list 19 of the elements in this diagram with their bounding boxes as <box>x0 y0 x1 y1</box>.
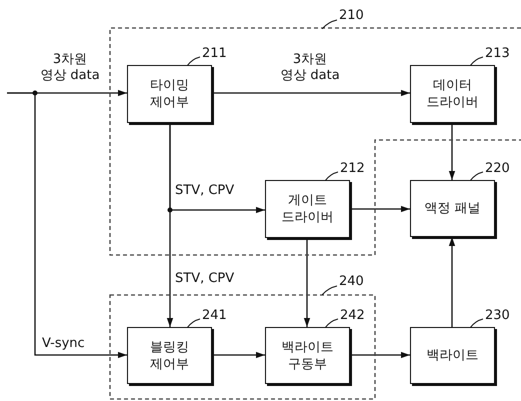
arrow <box>448 123 456 180</box>
reference-number: 211 <box>202 46 227 61</box>
arrow <box>166 123 174 327</box>
arrow <box>448 237 456 327</box>
arrow <box>350 352 410 358</box>
edge-label: V-sync <box>42 336 85 352</box>
reference-number: 210 <box>339 8 364 23</box>
arrow <box>212 90 410 96</box>
reference-number: 220 <box>485 161 510 176</box>
arrow <box>212 352 265 358</box>
reference-number: 213 <box>485 46 510 61</box>
arrow <box>304 238 310 327</box>
reference-number: 230 <box>485 308 510 323</box>
reference-number: 241 <box>202 308 227 323</box>
reference-number: 242 <box>340 308 365 323</box>
arrow <box>7 92 127 358</box>
reference-number: 212 <box>340 161 365 176</box>
reference-number: 240 <box>339 274 364 289</box>
arrow <box>350 206 410 212</box>
